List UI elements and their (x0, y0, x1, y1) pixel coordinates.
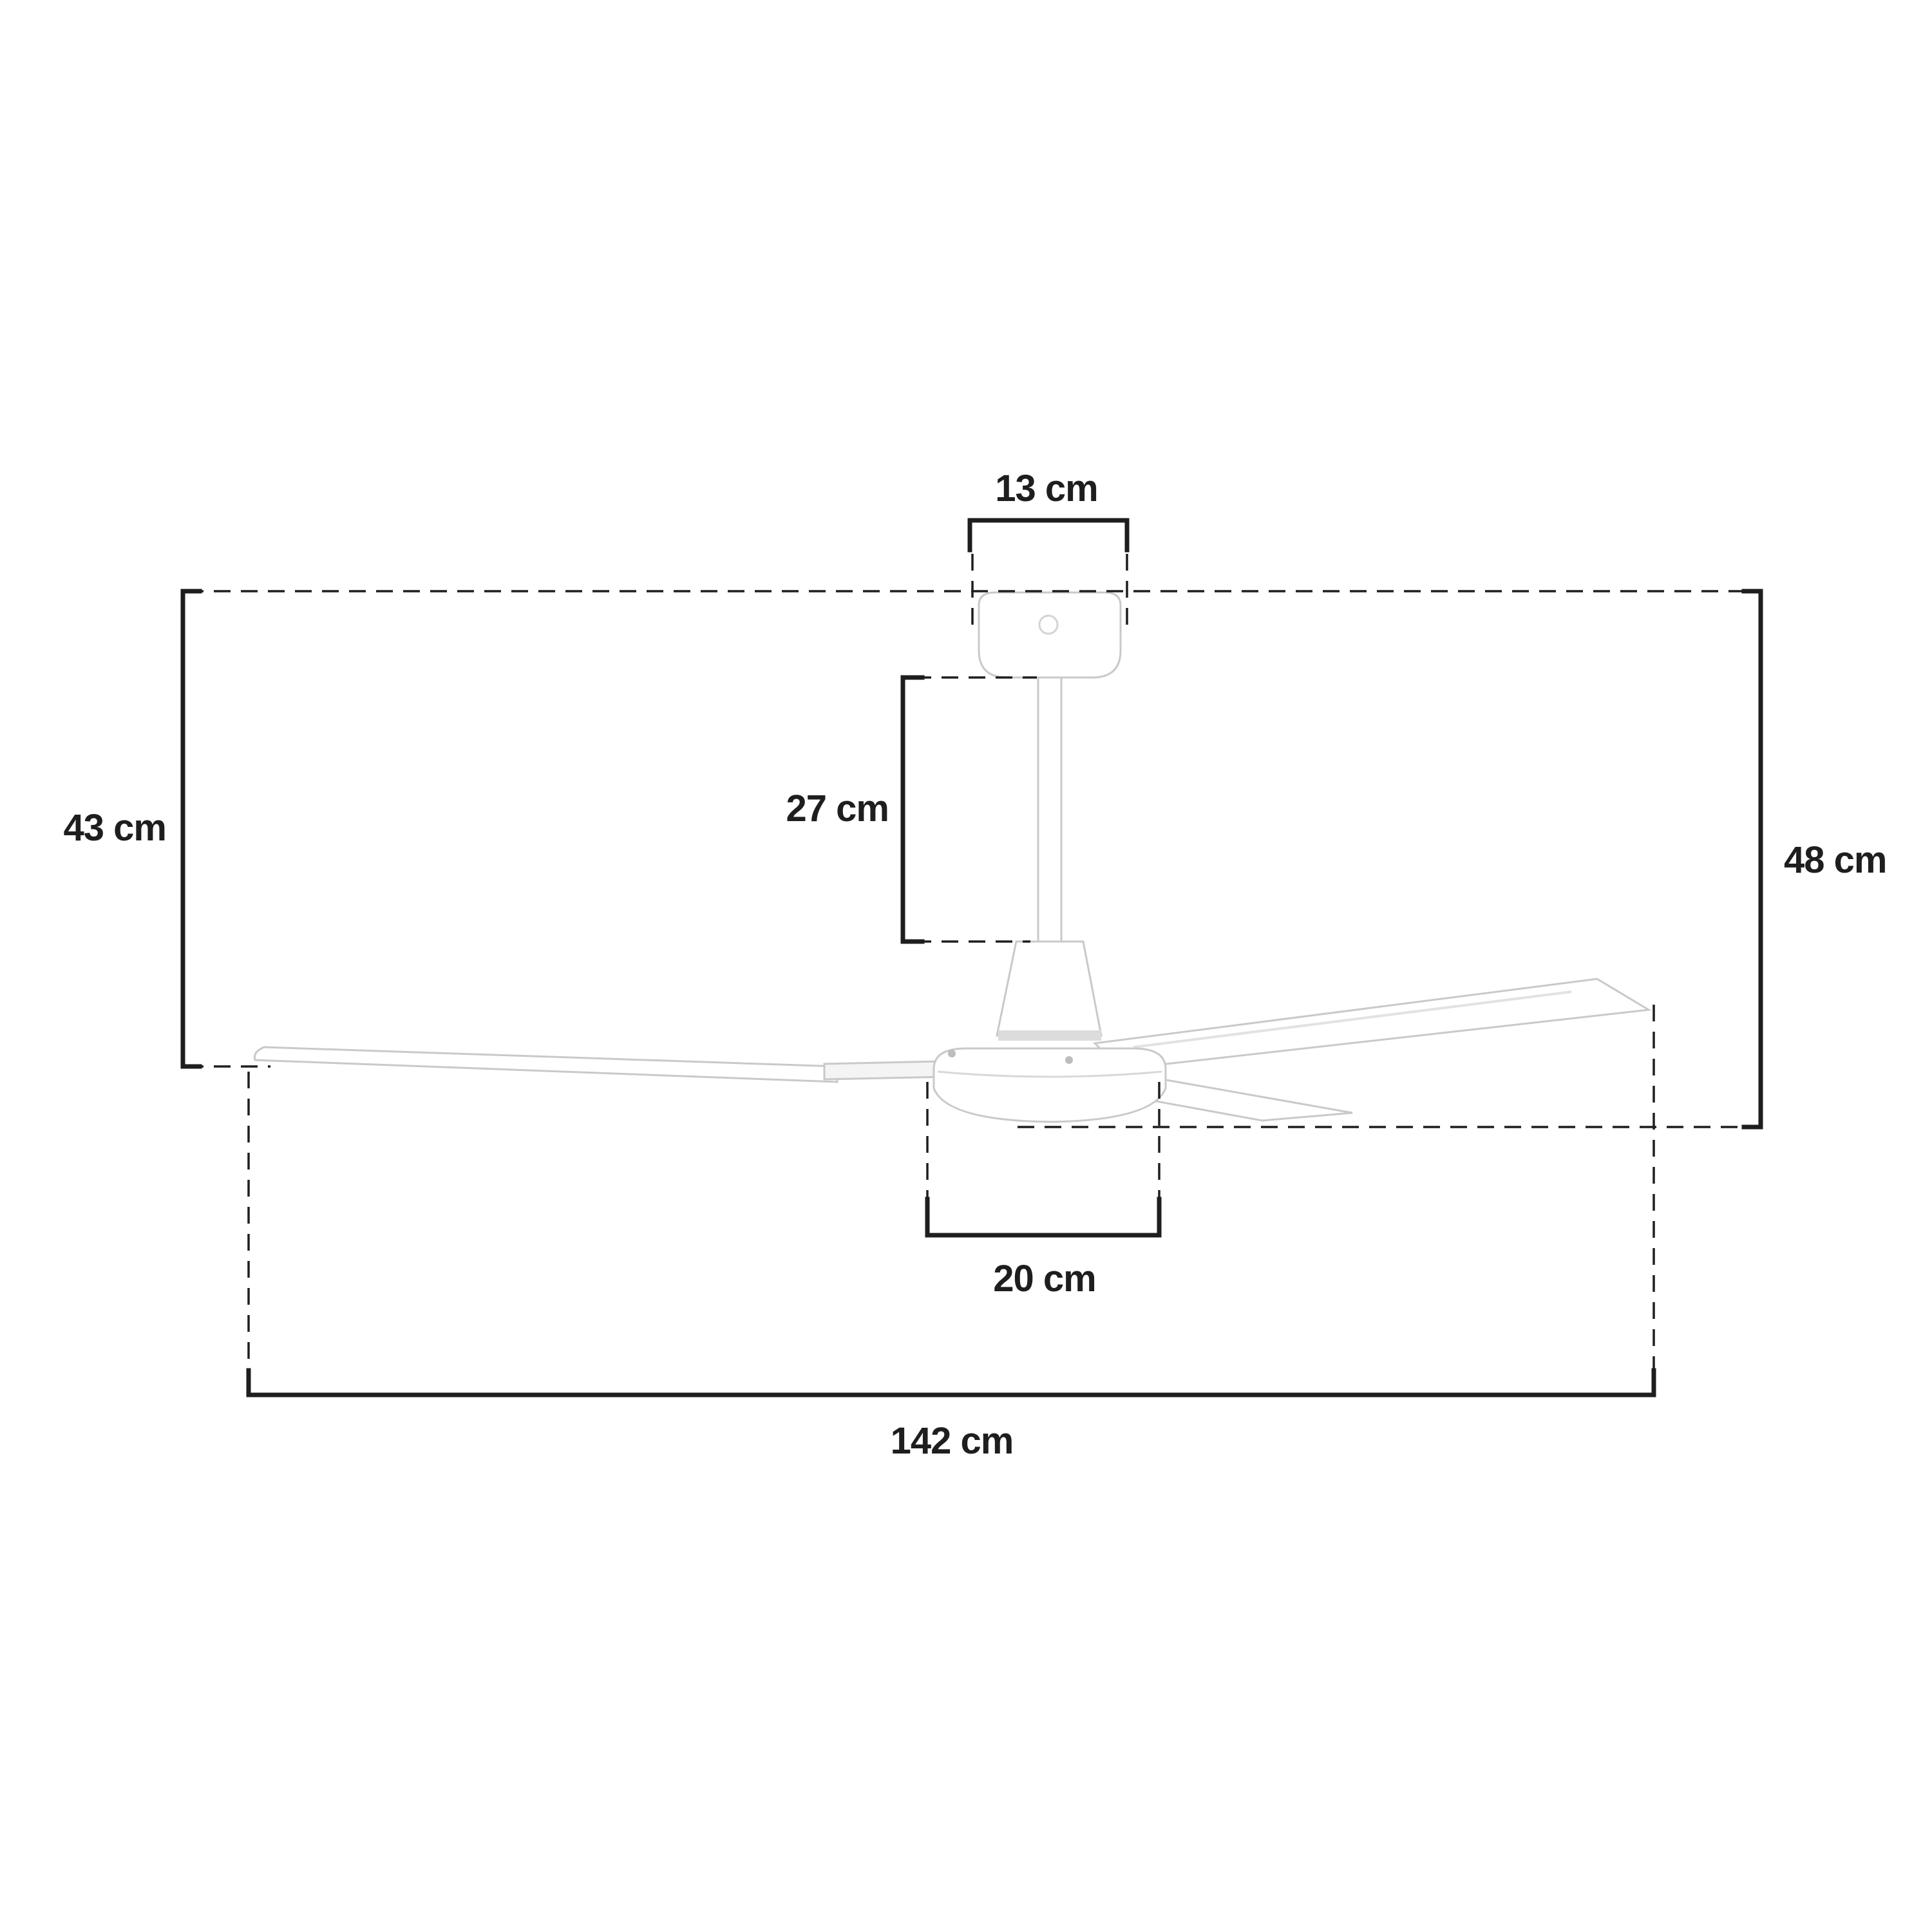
motor-width-bracket (925, 1197, 1162, 1238)
ceiling-canopy (978, 591, 1122, 679)
light-kit-cover (933, 1047, 1167, 1123)
downrod-length-label: 27 cm (786, 788, 889, 829)
motor-width-label: 20 cm (993, 1258, 1095, 1300)
extension-lines (187, 554, 1752, 1372)
canopy-width-bracket (967, 518, 1130, 553)
height-to-blade-label: 43 cm (64, 807, 166, 849)
motor-housing (996, 940, 1103, 1037)
screw-left (948, 1050, 956, 1057)
ceiling-fan-illustration (253, 591, 1652, 1123)
fan-blade-left (253, 1046, 838, 1083)
height-to-blade-bracket (180, 589, 202, 1069)
total-height-bracket (1741, 589, 1763, 1130)
downrod-bracket (900, 675, 925, 944)
fan-blade-right-groove (1133, 990, 1572, 1048)
screw-right (1065, 1056, 1073, 1064)
light-kit-rim (937, 1070, 1162, 1078)
canopy-width-label: 13 cm (995, 468, 1097, 509)
fan-blade-bracket-left (823, 1060, 949, 1081)
blade-span-bracket (246, 1368, 1656, 1397)
dimension-labels: 13 cm 27 cm 43 cm 48 cm 20 cm 142 cm (64, 468, 1888, 1462)
canopy-logo-icon (1038, 614, 1059, 635)
total-height-label: 48 cm (1784, 839, 1886, 881)
motor-ring (998, 1030, 1101, 1041)
downrod (1037, 676, 1063, 943)
blade-span-label: 142 cm (891, 1420, 1014, 1462)
dimension-brackets (180, 518, 1763, 1397)
